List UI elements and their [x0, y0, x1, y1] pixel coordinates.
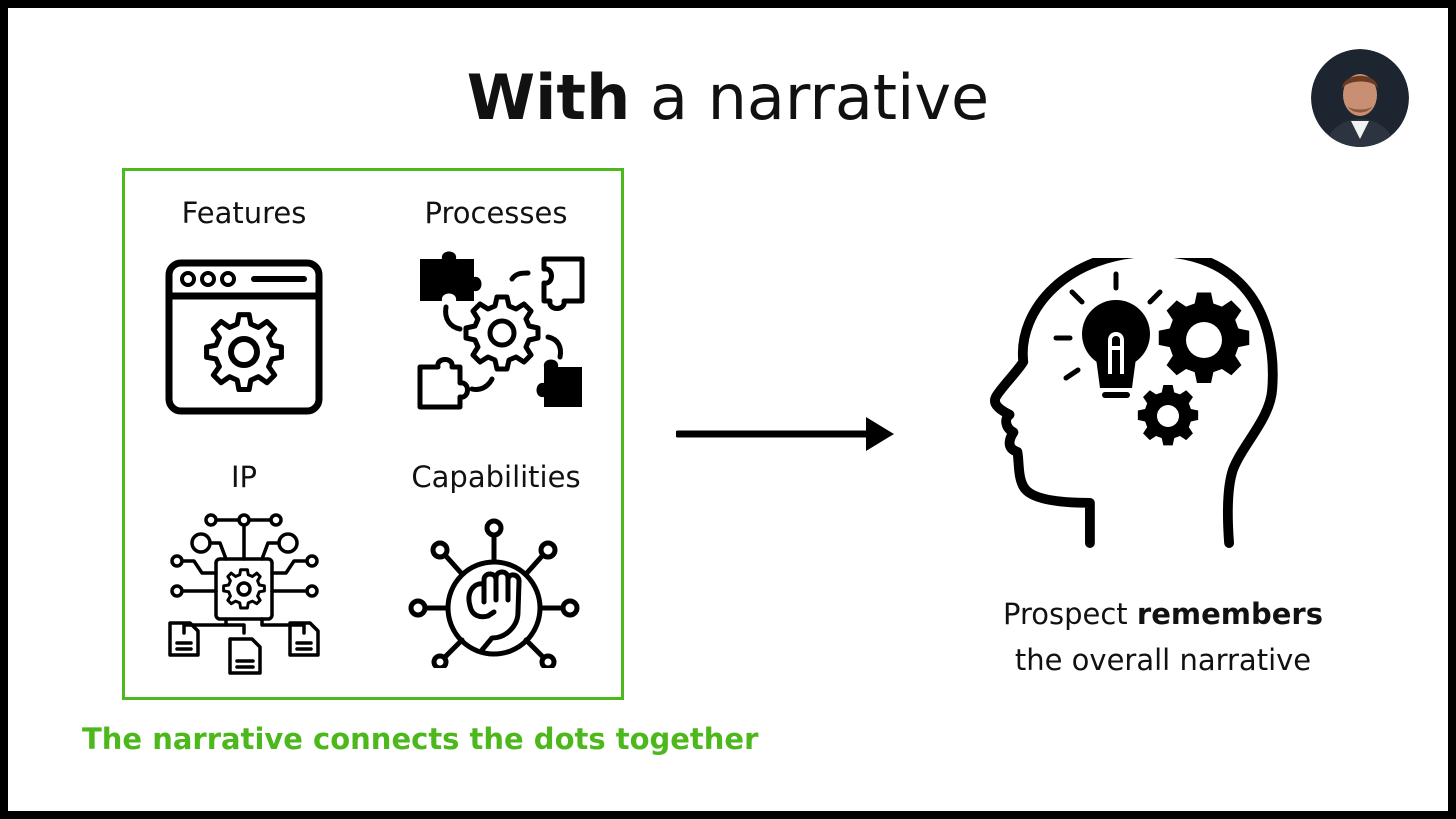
puzzle-gear-icon: [416, 251, 588, 422]
ip-label: IP: [230, 460, 258, 494]
circuit-documents-icon: [164, 513, 324, 680]
title-rest: a narrative: [649, 61, 990, 134]
browser-gear-icon: [164, 258, 324, 421]
slide: With a narrative Features Pr: [8, 8, 1448, 811]
fist-network-icon: [408, 516, 580, 673]
capabilities-label: Capabilities: [411, 460, 581, 494]
narrative-box: [122, 168, 624, 700]
right-caption-line2: the overall narrative: [1014, 643, 1312, 677]
narrative-caption: The narrative connects the dots together: [82, 722, 759, 756]
right-caption-line1: Prospect remembers: [958, 591, 1368, 637]
right-caption: Prospect remembers the overall narrative: [958, 591, 1368, 683]
features-label: Features: [181, 196, 307, 230]
processes-label: Processes: [424, 196, 568, 230]
slide-title: With a narrative: [8, 60, 1448, 136]
title-bold: With: [466, 61, 631, 134]
right-caption-bold: remembers: [1136, 597, 1323, 631]
arrow-right-icon: [674, 413, 898, 460]
right-caption-prefix: Prospect: [1003, 597, 1137, 631]
avatar: [1311, 49, 1409, 147]
head-lightbulb-gears-icon: [988, 247, 1288, 563]
